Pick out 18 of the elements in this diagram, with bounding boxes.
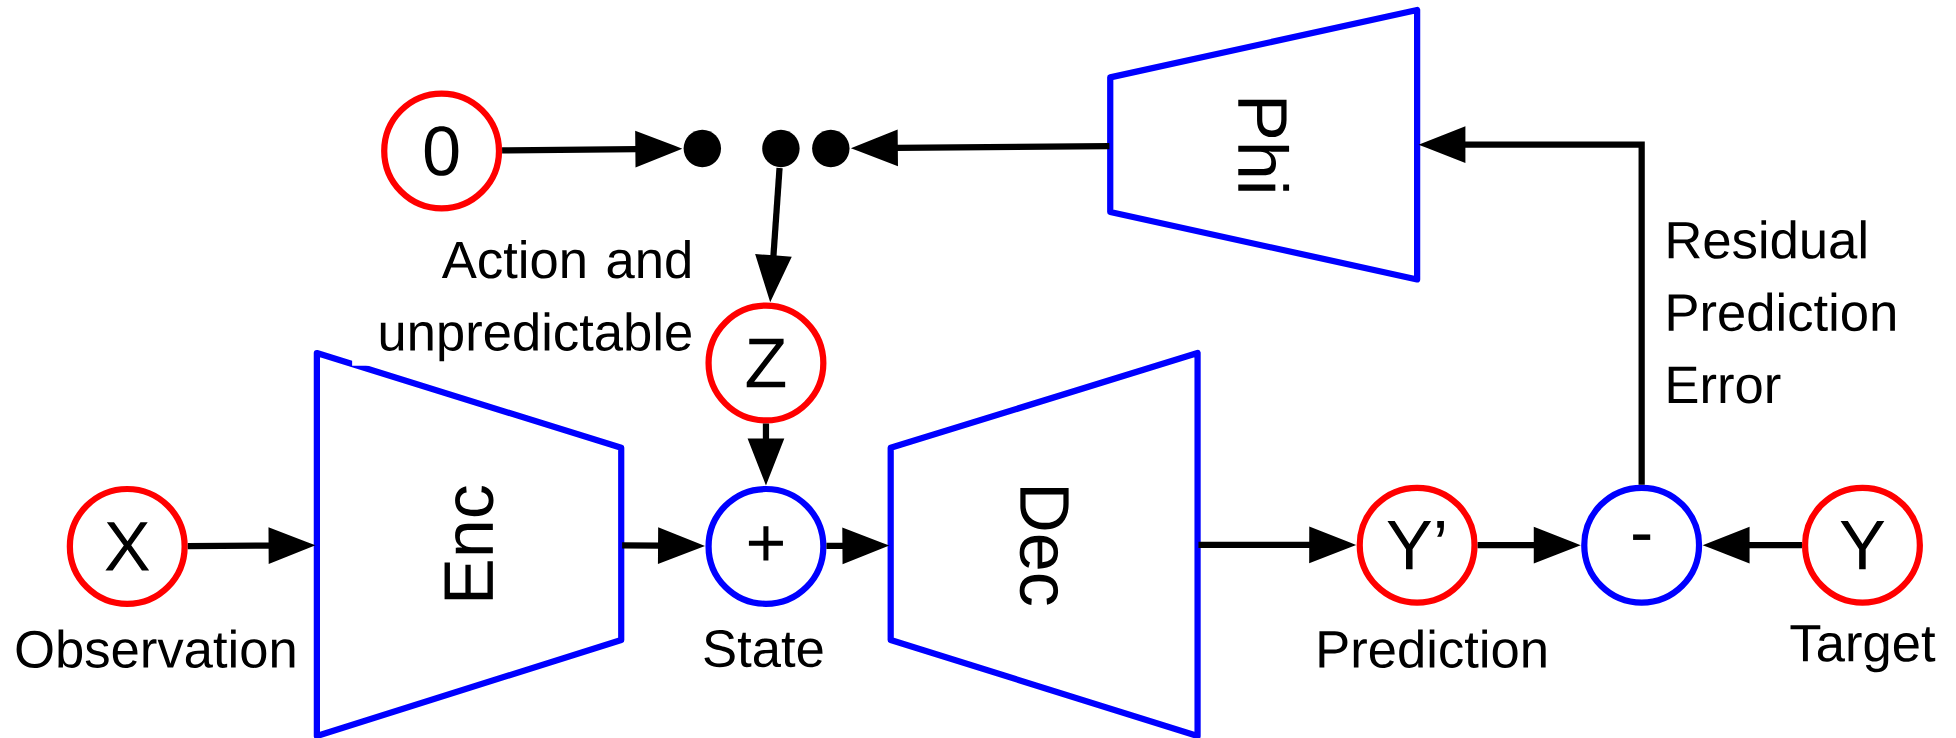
caption-text: Observation	[16, 629, 295, 668]
circle-node: Z	[705, 302, 827, 424]
dot	[812, 129, 850, 167]
circle-node: +	[705, 485, 827, 607]
dot	[762, 129, 800, 167]
caption-text: Prediction	[1319, 629, 1546, 668]
edge-label: Action and unpredictable	[352, 235, 698, 366]
circle-node: -	[1581, 484, 1703, 606]
caption-text: State	[704, 629, 823, 668]
caption-text: Target	[1790, 624, 1936, 672]
edge-label: Residual Prediction Error	[1660, 215, 1931, 408]
circle-node: Y’	[1356, 484, 1478, 606]
circle-node: X	[66, 485, 188, 607]
trapezoid-block: Phi	[1107, 6, 1421, 283]
circle-node: 0	[381, 90, 503, 212]
trapezoid-block: Dec	[887, 349, 1201, 738]
circle-node: Y	[1801, 484, 1923, 606]
dot	[683, 129, 722, 167]
